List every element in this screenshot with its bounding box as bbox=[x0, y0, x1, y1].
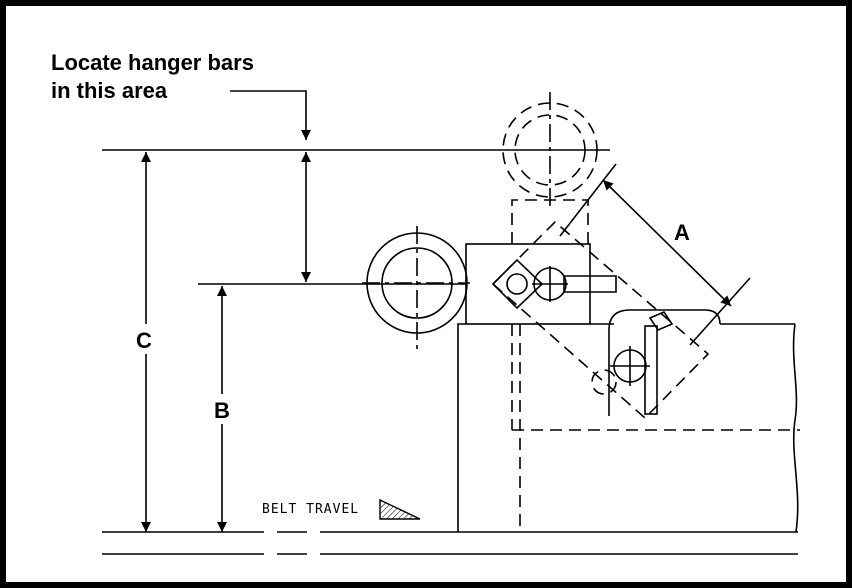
note-line-2: in this area bbox=[51, 78, 168, 103]
lower-mount bbox=[608, 309, 721, 416]
dimension-a-label: A bbox=[674, 220, 690, 245]
upper-pulley-inner bbox=[514, 114, 586, 186]
pivot-small-circle bbox=[506, 273, 528, 295]
note-leader-line bbox=[230, 90, 311, 140]
dimension-c-label: C bbox=[136, 328, 152, 353]
tension-assembly-outline bbox=[491, 220, 710, 420]
hanger-block bbox=[465, 243, 591, 325]
upper-pulley-outer bbox=[502, 102, 598, 198]
lower-bracket bbox=[644, 325, 658, 415]
belt-travel-label: BELT TRAVEL bbox=[262, 502, 359, 517]
dimension-a-line bbox=[602, 179, 732, 307]
dimension-a-ext-lower bbox=[689, 277, 751, 346]
dimension-b-label: B bbox=[214, 398, 230, 423]
belt-travel-arrow-icon bbox=[379, 498, 421, 520]
lower-small-bracket bbox=[648, 311, 674, 331]
dashed-bracket bbox=[511, 199, 589, 244]
tension-arm bbox=[563, 275, 617, 293]
lower-dashed-circle bbox=[591, 369, 617, 395]
frame-break-line bbox=[792, 323, 799, 533]
note-line-1: Locate hanger bars bbox=[51, 50, 254, 75]
conveyor-frame bbox=[457, 323, 466, 532]
